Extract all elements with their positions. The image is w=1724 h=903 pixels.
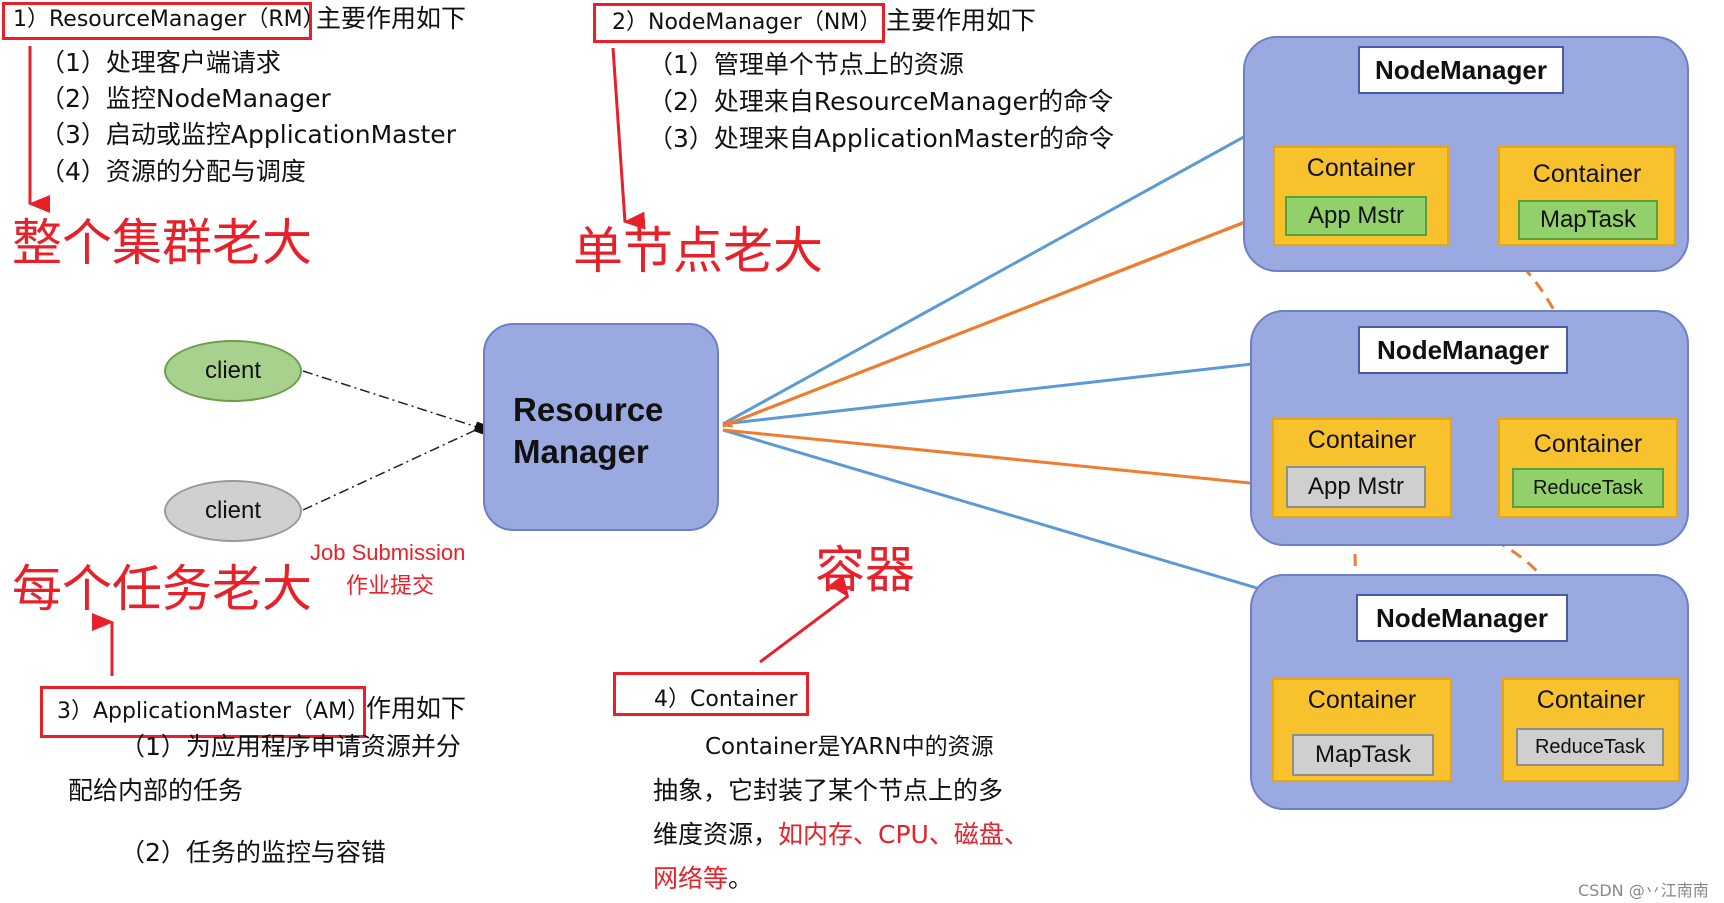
container-label: Container: [1536, 686, 1646, 714]
node-manager-title-2: NodeManager: [1358, 326, 1568, 374]
am-item-1-line2: 配给内部的任务: [68, 776, 244, 805]
container-desc-line3-plain: 维度资源，: [653, 820, 779, 849]
container-desc-line4-plain: 。: [728, 864, 754, 893]
nm-callout-arrow: [611, 47, 646, 230]
rm-label-line2: Manager: [513, 433, 649, 470]
container-label: Container: [1307, 426, 1417, 454]
node-manager-title-1: NodeManager: [1358, 46, 1564, 94]
resource-manager-node: Resource Manager: [483, 323, 719, 531]
client-node-1: client: [164, 340, 302, 402]
client1-to-rm-line: [302, 370, 481, 429]
container-callout: 容器: [815, 541, 915, 599]
container-desc-line1: Container是YARN中的资源: [705, 734, 994, 760]
am-callout: 每个任务老大: [12, 560, 312, 618]
task-app-mstr: App Mstr: [1286, 466, 1426, 508]
client-node-2: client: [164, 480, 302, 542]
container-desc-line2: 抽象，它封装了某个节点上的多: [653, 776, 1004, 805]
rm-item-1: （1）处理客户端请求: [40, 48, 281, 77]
rm-label-line1: Resource: [513, 391, 664, 428]
am-heading-box: 3）ApplicationMaster（AM）: [40, 686, 369, 738]
watermark: CSDN @丷江南南: [1578, 881, 1709, 900]
task-maptask: MapTask: [1518, 200, 1658, 240]
nm-item-1: （1）管理单个节点上的资源: [648, 50, 964, 79]
am-item-2: （2）任务的监控与容错: [120, 838, 386, 867]
container-3b: Container ReduceTask: [1502, 678, 1680, 782]
nm-item-2: （2）处理来自ResourceManager的命令: [648, 87, 1114, 116]
rm-heading-suffix: 主要作用如下: [316, 4, 467, 33]
node-manager-title-3: NodeManager: [1356, 594, 1568, 642]
container-desc-line4-red: 网络等: [653, 864, 729, 893]
container-1b: Container MapTask: [1498, 146, 1676, 246]
rm-to-appmstr1-arrow: [722, 216, 1257, 428]
rm-item-4: （4）资源的分配与调度: [40, 157, 306, 186]
container-label: Container: [1306, 154, 1416, 182]
rm-callout: 整个集群老大: [12, 214, 312, 272]
container-3a: Container MapTask: [1272, 678, 1452, 782]
container-desc-line3-red: 如内存、CPU、磁盘、: [778, 820, 1029, 849]
rm-to-appmstr2-arrow: [722, 428, 1281, 491]
am-item-1-line1: （1）为应用程序申请资源并分: [120, 732, 461, 761]
am-heading-suffix: 作用如下: [366, 694, 467, 723]
task-app-mstr: App Mstr: [1285, 196, 1427, 236]
task-reducetask: ReduceTask: [1516, 728, 1664, 766]
container-2a: Container App Mstr: [1272, 418, 1452, 518]
rm-to-nm3-arrow: [722, 428, 1359, 621]
container-desc-line4: 网络等。: [653, 864, 753, 894]
task-maptask: MapTask: [1292, 734, 1434, 776]
container-label: Container: [1532, 160, 1642, 188]
task-reducetask: ReduceTask: [1512, 468, 1664, 508]
job-submission-zh: 作业提交: [346, 574, 435, 599]
container-label: Container: [1307, 686, 1417, 714]
nm-heading-box: 2）NodeManager（NM）: [593, 3, 885, 43]
container-label: Container: [1533, 430, 1643, 458]
rm-item-3: （3）启动或监控ApplicationMaster: [40, 120, 456, 149]
container-1a: Container App Mstr: [1273, 146, 1449, 246]
nm-heading-suffix: 主要作用如下: [886, 6, 1037, 35]
client2-to-rm-line: [302, 421, 487, 511]
nm-callout: 单节点老大: [573, 222, 823, 280]
job-submission-en: Job Submission: [310, 540, 466, 565]
container-2b: Container ReduceTask: [1498, 418, 1678, 518]
container-heading-box: 4）Container: [613, 672, 809, 716]
rm-item-2: （2）监控NodeManager: [40, 84, 331, 113]
container-desc-line3: 维度资源，如内存、CPU、磁盘、: [653, 820, 1029, 850]
rm-heading-box: 1）ResourceManager（RM）: [2, 2, 325, 40]
container-callout-arrow: [759, 574, 850, 664]
nm-item-3: （3）处理来自ApplicationMaster的命令: [648, 124, 1114, 153]
